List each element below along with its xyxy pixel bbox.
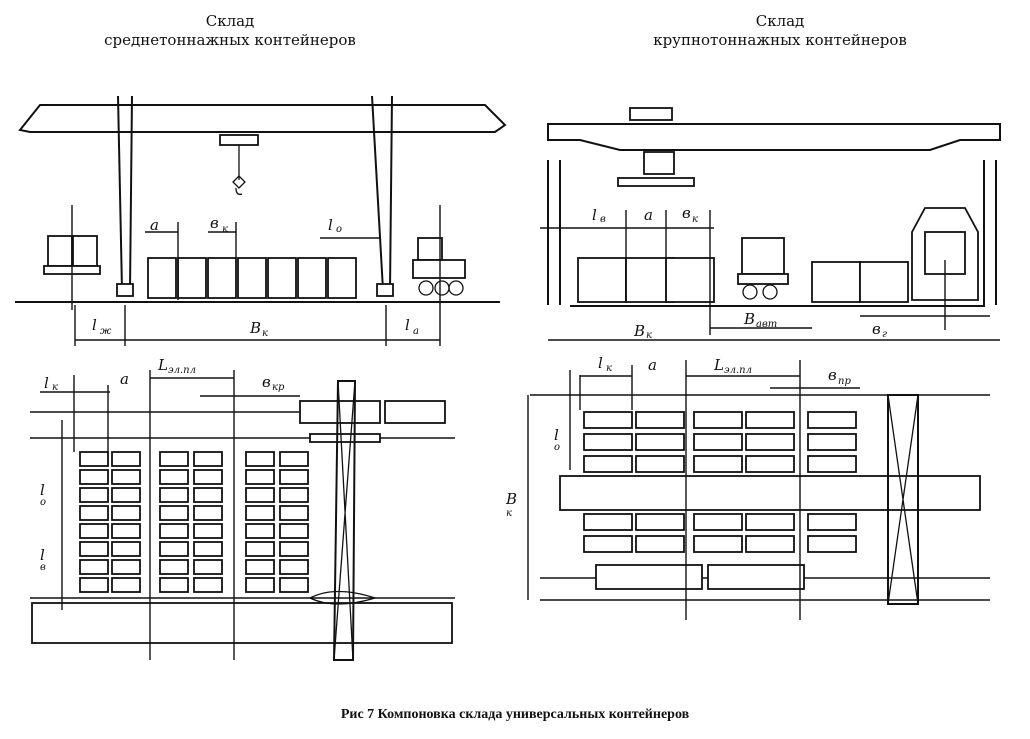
figure-caption: Рис 7 Компоновка склада универсальных ко… xyxy=(340,707,690,722)
left-container-row xyxy=(147,257,357,299)
left-crane-beam xyxy=(18,104,507,133)
label-r-a: a xyxy=(644,206,653,224)
right-title: Склад крупнотоннажных контейнеров xyxy=(620,12,940,50)
left-plan-wagon2 xyxy=(384,400,446,424)
svg-text:ж: ж xyxy=(100,326,112,337)
label-a: a xyxy=(150,216,159,234)
right-crane-leg-left xyxy=(547,160,561,305)
label-la: l xyxy=(405,316,410,334)
label-r-plan-Bk: B xyxy=(505,490,517,508)
svg-text:a: a xyxy=(413,326,419,337)
left-leg-foot-right xyxy=(376,283,394,297)
svg-text:o: o xyxy=(554,442,560,453)
left-leg-foot-left xyxy=(116,283,134,297)
left-truck-wheel3 xyxy=(448,280,464,296)
label-lo: l xyxy=(328,216,333,234)
right-plan: l к a L эл.пл в пр l o B к xyxy=(505,354,990,620)
label-r-plan-bpr: в xyxy=(828,366,837,384)
left-truck-wheel1 xyxy=(418,280,434,296)
left-hook xyxy=(232,175,246,196)
right-crane-leg-right xyxy=(983,160,997,305)
svg-text:к: к xyxy=(52,382,58,393)
svg-text:к: к xyxy=(646,330,652,341)
left-wagon-box1 xyxy=(47,235,73,267)
label-r-Bavt: B xyxy=(743,310,755,328)
right-elevation: l в a в к B к B авт в г xyxy=(540,107,1001,341)
label-plan-bkr: в xyxy=(262,373,271,391)
right-spreader-hoist xyxy=(643,151,675,175)
label-r-bk: в xyxy=(682,204,691,222)
svg-text:o: o xyxy=(40,497,46,508)
left-crane-leg-right xyxy=(371,95,393,291)
right-plan-road xyxy=(559,475,981,511)
right-crane-trolley xyxy=(629,107,673,121)
label-plan-lo: l xyxy=(40,481,45,499)
svg-text:в: в xyxy=(40,562,46,573)
right-spreader xyxy=(617,177,695,187)
label-r-plan-Lel: L xyxy=(713,356,724,374)
right-cont-4 xyxy=(811,261,861,303)
left-plan: l к a L эл.пл в кр l o l в xyxy=(30,356,455,661)
right-cont-5 xyxy=(859,261,909,303)
label-plan-a: a xyxy=(120,370,129,388)
svg-text:к: к xyxy=(506,508,512,519)
label-r-plan-a: a xyxy=(648,356,657,374)
label-r-bg: в xyxy=(872,320,881,338)
left-truck-box xyxy=(417,237,443,261)
right-crane-beam xyxy=(547,123,1001,151)
label-r-Bk: B xyxy=(633,322,645,340)
left-truck-body xyxy=(412,259,466,279)
svg-text:o: o xyxy=(336,224,342,235)
label-r-plan-lo: l xyxy=(554,426,559,444)
label-r-lv: l xyxy=(592,206,597,224)
svg-text:пр: пр xyxy=(838,376,851,387)
svg-text:эл.пл: эл.пл xyxy=(168,365,196,376)
left-truck-wheel2 xyxy=(434,280,450,296)
label-lzh: l xyxy=(92,316,97,334)
left-title-line1: Склад xyxy=(205,12,255,30)
svg-text:к: к xyxy=(606,363,612,374)
left-elevation: a в к l o l ж B к l a xyxy=(15,95,507,346)
svg-text:к: к xyxy=(262,328,268,339)
svg-text:эл.пл: эл.пл xyxy=(724,365,752,376)
svg-text:кр: кр xyxy=(272,382,285,393)
left-title-line2: среднетоннажных контейнеров xyxy=(104,31,356,49)
svg-text:к: к xyxy=(222,224,228,235)
svg-text:г: г xyxy=(882,329,887,340)
left-hoist xyxy=(219,134,259,146)
svg-text:к: к xyxy=(692,214,698,225)
right-cont-3 xyxy=(665,257,715,303)
left-plan-containers xyxy=(79,451,309,593)
label-plan-lv: l xyxy=(40,546,45,564)
label-plan-lk: l xyxy=(44,374,49,392)
label-plan-Lel: L xyxy=(157,356,168,374)
right-title-line2: крупнотоннажных контейнеров xyxy=(653,31,907,49)
right-cont-1 xyxy=(577,257,627,303)
right-title-line1: Склад xyxy=(755,12,805,30)
left-title: Склад среднетоннажных контейнеров xyxy=(100,12,360,50)
right-truck-box xyxy=(741,237,785,275)
right-plan-containers xyxy=(583,411,857,553)
left-wagon-box2 xyxy=(72,235,98,267)
label-r-plan-lk: l xyxy=(598,354,603,372)
label-bk: в xyxy=(210,214,219,232)
left-crane-leg-left xyxy=(117,95,133,291)
svg-text:в: в xyxy=(600,214,606,225)
label-Bk: B xyxy=(249,319,261,337)
svg-text:авт: авт xyxy=(756,319,777,330)
left-plan-road xyxy=(31,602,453,644)
